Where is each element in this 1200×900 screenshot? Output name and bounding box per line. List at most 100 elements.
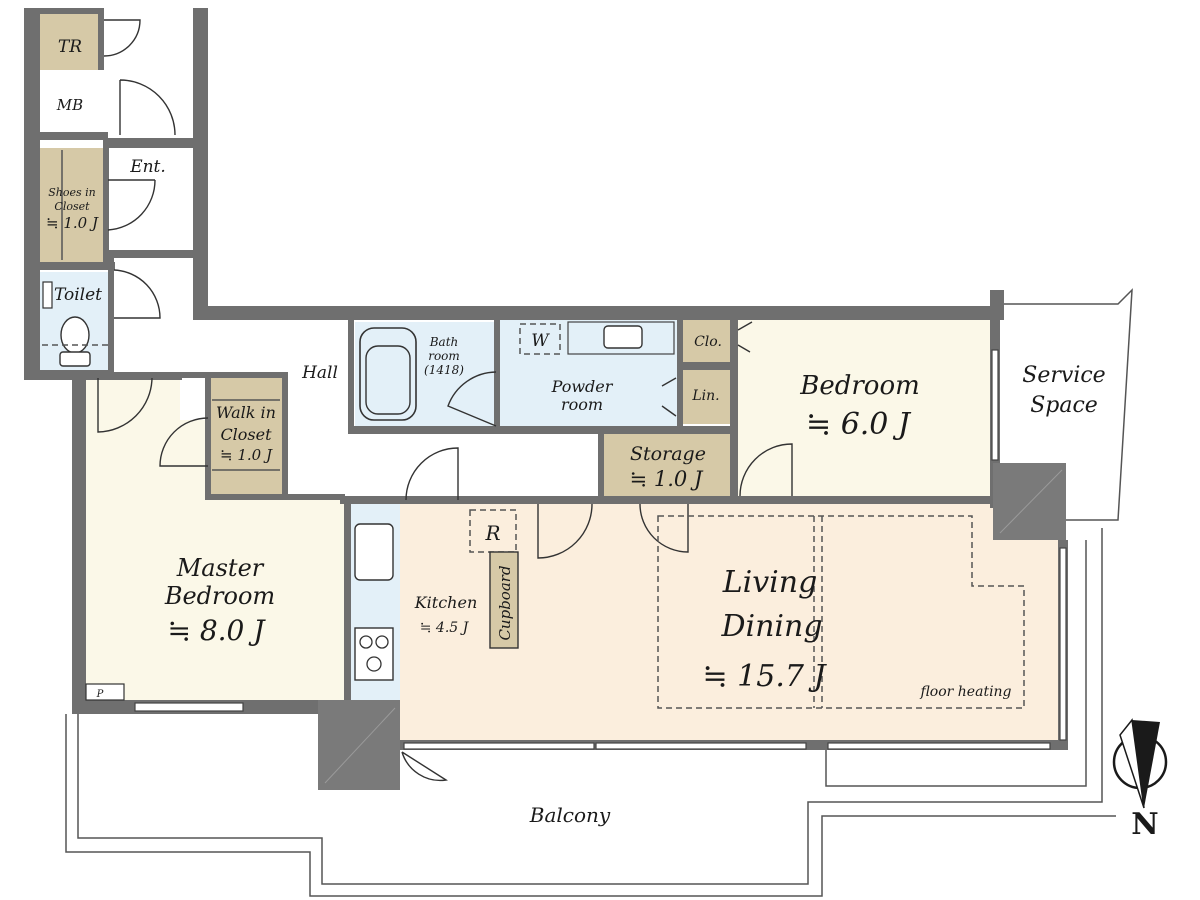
wall-left-entry xyxy=(24,8,40,380)
window-ldk-bottom-0 xyxy=(403,742,595,750)
tr-floor xyxy=(40,12,100,70)
door-master xyxy=(97,377,153,433)
column-hatch xyxy=(324,469,1063,784)
balcony-rail-mid xyxy=(825,540,1087,787)
wall-walkin-right xyxy=(282,374,288,500)
label-master-2: Bedroom xyxy=(164,582,275,610)
door-bedroom xyxy=(739,443,793,497)
wall-toilet-top xyxy=(40,262,115,270)
wall-top-main xyxy=(193,306,993,320)
shoes-closet-floor xyxy=(40,148,105,263)
wall-ent-top xyxy=(108,138,198,148)
service-space-outline xyxy=(1004,288,1133,521)
wall-toilet-bottom xyxy=(24,370,114,380)
door-kitchen-hall xyxy=(405,447,459,501)
label-master-area: ≒ 8.0 J xyxy=(167,614,266,647)
label-walkin-1: Walk in xyxy=(216,403,276,422)
label-bath-2: room xyxy=(428,349,460,363)
label-hall: Hall xyxy=(301,363,338,383)
door-toilet xyxy=(113,269,161,319)
toilet-tank xyxy=(59,351,91,367)
balcony-rail-inner xyxy=(65,714,1116,897)
bedroom-floor xyxy=(738,318,993,496)
wall-powder-right xyxy=(677,318,683,434)
wall-walkin-bottom xyxy=(205,494,345,500)
washer-box xyxy=(519,323,561,355)
label-tr: TR xyxy=(58,37,82,57)
label-service-2: Space xyxy=(1030,393,1098,418)
burner-2 xyxy=(375,635,389,649)
burner-1 xyxy=(359,635,373,649)
window-ldk-right xyxy=(1059,547,1067,741)
wall-column-sw xyxy=(318,700,400,790)
label-lin: Lin. xyxy=(691,388,719,404)
door-lin xyxy=(661,377,677,417)
label-shoes-2: Closet xyxy=(54,200,90,213)
wall-ent-bottom xyxy=(108,250,198,258)
label-shoes-area: ≒ 1.0 J xyxy=(46,214,99,232)
floor-heating-zone xyxy=(657,515,1025,709)
compass-north-icon xyxy=(1112,718,1168,809)
wall-master-top xyxy=(72,372,182,380)
label-cupboard: Cupboard xyxy=(496,565,514,640)
wall-entry-right xyxy=(193,8,208,320)
burner-3 xyxy=(366,656,382,672)
door-bath xyxy=(447,371,497,427)
wall-tr-right xyxy=(98,8,104,70)
label-living-2: Dining xyxy=(720,609,822,644)
storage-floor xyxy=(602,433,732,496)
toilet-bowl xyxy=(60,316,90,354)
label-living-1: Living xyxy=(722,565,818,600)
bathtub-inner xyxy=(365,345,411,415)
window-ldk-bottom-1 xyxy=(595,742,807,750)
toilet-shelf xyxy=(42,281,53,309)
label-clo: Clo. xyxy=(694,334,722,350)
door-balcony xyxy=(401,751,448,782)
label-storage-area: ≒ 1.0 J xyxy=(630,467,704,491)
cupboard-box xyxy=(489,551,519,649)
wall-toilet-right xyxy=(108,258,114,370)
label-bath-3: (1418) xyxy=(424,363,464,377)
label-floor-heating: floor heating xyxy=(919,684,1011,700)
label-powder-2: room xyxy=(561,395,603,414)
window-bedroom-right xyxy=(991,349,999,461)
label-washer: W xyxy=(531,331,550,351)
wall-ldk-top xyxy=(340,496,1000,504)
clo-floor xyxy=(682,320,730,362)
label-fridge: R xyxy=(484,521,500,545)
door-tr xyxy=(103,19,141,57)
balcony-outline xyxy=(65,288,1133,897)
wall-kitchen-left xyxy=(344,496,351,714)
label-shoes-1: Shoes in xyxy=(48,186,96,199)
window-ldk-bottom-2 xyxy=(827,742,1051,750)
label-toilet: Toilet xyxy=(54,285,102,305)
wall-top-right-cap xyxy=(990,290,1004,320)
label-pipe: P xyxy=(96,689,104,700)
bathtub xyxy=(359,327,417,421)
wall-walkin-left xyxy=(205,374,211,500)
label-master-1: Master xyxy=(176,554,265,582)
label-storage: Storage xyxy=(630,443,706,465)
label-bedroom: Bedroom xyxy=(799,371,920,401)
master-bedroom-floor xyxy=(85,378,345,700)
label-service-1: Service xyxy=(1022,363,1105,388)
doors xyxy=(97,19,793,782)
label-ent: Ent. xyxy=(129,157,166,177)
label-walkin-2: Closet xyxy=(220,425,272,444)
wall-clo-lin xyxy=(677,362,735,370)
wall-shoes-right xyxy=(103,140,109,265)
lin-floor xyxy=(682,370,730,424)
vanity-sink xyxy=(603,325,643,349)
door-walkin xyxy=(159,417,209,467)
fixtures xyxy=(42,150,1025,709)
wall-mb-bottom xyxy=(40,132,108,140)
wall-storage-left xyxy=(598,430,604,502)
door-mb xyxy=(119,79,176,136)
label-kitchen: Kitchen xyxy=(414,593,478,612)
balcony-rail-outer xyxy=(77,528,1103,885)
wall-bath-powder xyxy=(494,318,500,434)
label-north: N xyxy=(1131,807,1158,842)
pipe-shaft xyxy=(85,683,125,701)
walkin-closet-floor xyxy=(210,378,282,496)
